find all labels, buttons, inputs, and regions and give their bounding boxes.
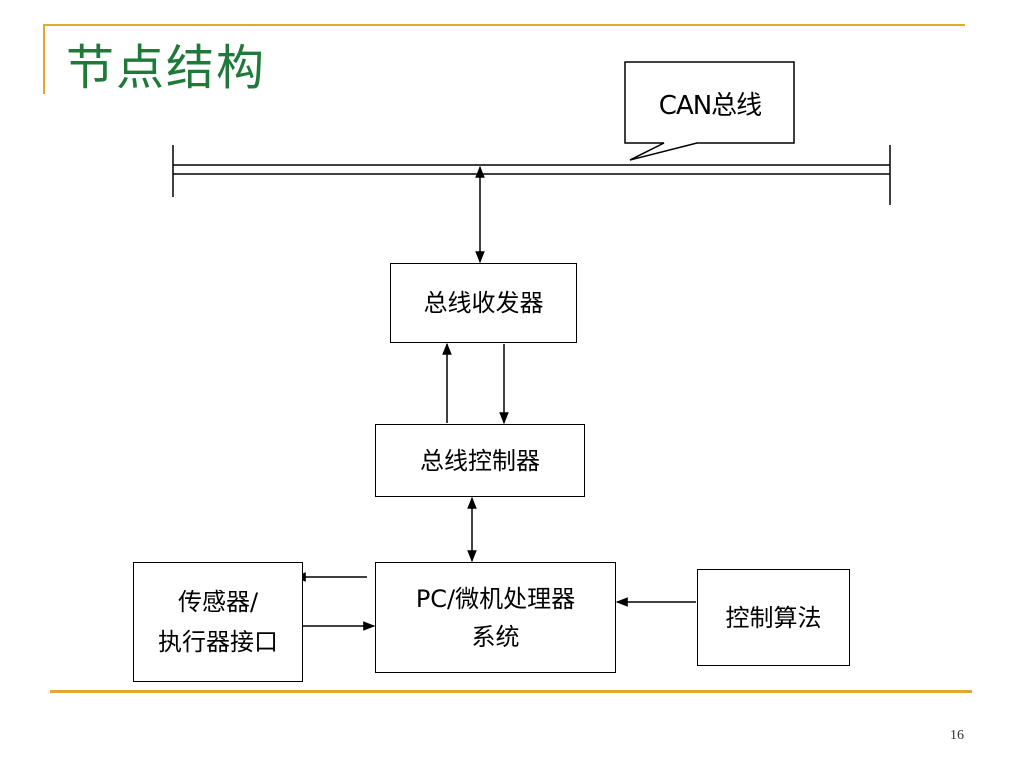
bus-transceiver-label: 总线收发器 <box>423 289 544 317</box>
sensor-actuator-interface-block: 传感器/ 执行器接口 <box>133 562 303 682</box>
control-algorithm-block: 控制算法 <box>697 569 850 666</box>
bus-transceiver-block: 总线收发器 <box>390 263 577 343</box>
top-rule <box>43 24 965 26</box>
bottom-rule <box>50 690 972 693</box>
sensor-actuator-interface-label: 传感器/ 执行器接口 <box>158 588 278 656</box>
can-bus <box>172 145 891 205</box>
processor-block: PC/微机处理器 系统 <box>375 562 616 673</box>
control-algorithm-label: 控制算法 <box>725 603 822 632</box>
left-rule <box>43 24 45 94</box>
slide-title: 节点结构 <box>66 40 267 96</box>
bus-callout-bubble <box>624 61 795 161</box>
page-number: 16 <box>950 728 964 743</box>
bus-controller-block: 总线控制器 <box>375 424 585 497</box>
bus-controller-label: 总线控制器 <box>420 446 540 475</box>
processor-label: PC/微机处理器 系统 <box>415 584 576 651</box>
bus-callout-label: CAN总线 <box>658 90 762 121</box>
